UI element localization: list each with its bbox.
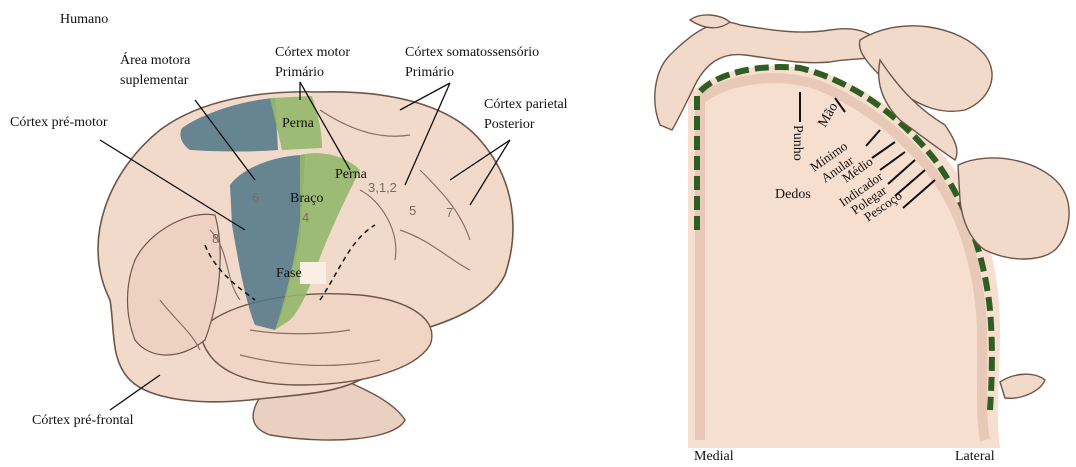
label-punho: Punho [790,125,805,161]
area-number-7: 7 [446,205,453,220]
label-fase: Fase [276,266,302,281]
label-somatosensory-1: Córtex somatossensório [405,45,539,60]
label-perna-motor: Perna [282,116,315,131]
highlight-patch [300,262,326,284]
label-braco: Braço [290,191,323,206]
label-parietal-1: Córtex parietal [484,97,568,112]
area-number-6-top: 6 [252,190,259,205]
label-perna-sensory: Perna [335,167,368,182]
label-supplementary-motor-2: suplementar [120,73,189,88]
label-premotor: Córtex pré-motor [10,115,108,130]
area-number-8: 8 [212,231,219,246]
axis-label-medial: Medial [694,449,734,464]
label-dedos: Dedos [775,187,811,202]
axis-label-lateral: Lateral [955,449,995,464]
label-parietal-2: Posterior [484,117,535,132]
label-primary-motor-1: Córtex motor [275,45,350,60]
brain-lateral-view [98,92,513,440]
homunculus-toes [690,15,730,28]
area-number-312: 3,1,2 [368,180,397,195]
label-prefrontal: Córtex pré-frontal [32,413,134,428]
cortex-section-fill [688,66,1000,448]
cortex-section [688,66,1000,448]
homunculus-tongue [1000,374,1045,398]
label-somatosensory-2: Primário [405,65,454,80]
area-number-4: 4 [302,210,309,225]
panel-title-humano: Humano [60,12,108,27]
label-primary-motor-2: Primário [275,65,324,80]
label-supplementary-motor-1: Área motora [120,51,191,68]
area-number-5: 5 [409,203,416,218]
